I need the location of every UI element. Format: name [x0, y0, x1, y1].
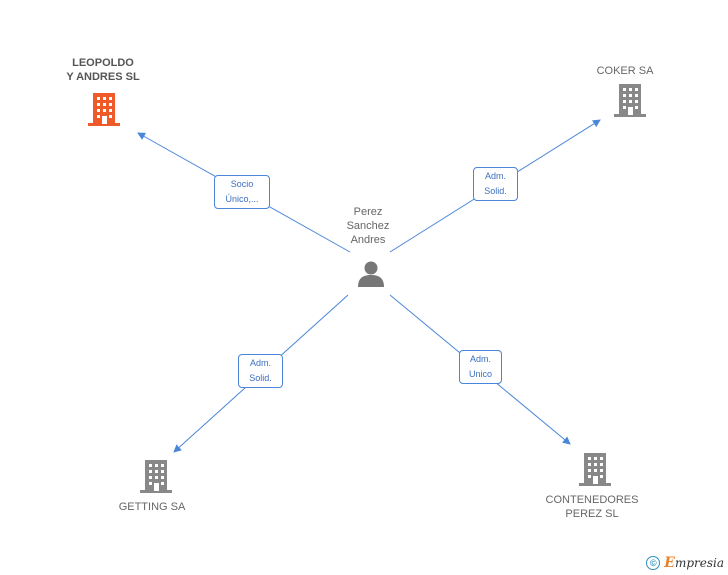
company-name-getting[interactable]: GETTING SA: [118, 501, 186, 513]
person-icon[interactable]: [356, 259, 386, 289]
brand-logo[interactable]: Empresia: [664, 555, 724, 571]
footer-brand: © Empresia: [646, 555, 724, 571]
company-name-coker[interactable]: COKER SA: [596, 65, 654, 77]
brand-first-letter: E: [664, 555, 675, 571]
building-icon[interactable]: [88, 93, 120, 127]
company-name-contenedores[interactable]: CONTENEDORES PEREZ SL: [545, 494, 639, 520]
building-icon[interactable]: [614, 84, 646, 118]
brand-rest: mpresia: [674, 556, 724, 570]
building-icon[interactable]: [140, 460, 172, 494]
relation-label-leopoldo[interactable]: Socio Único,...: [214, 175, 270, 209]
relation-label-getting[interactable]: Adm. Solid.: [238, 354, 283, 388]
relation-label-contenedores[interactable]: Adm. Unico: [459, 350, 502, 384]
building-icon[interactable]: [579, 453, 611, 487]
relation-label-coker[interactable]: Adm. Solid.: [473, 167, 518, 201]
copyright-icon: ©: [646, 556, 661, 570]
company-name-leopoldo[interactable]: LEOPOLDO Y ANDRES SL: [66, 57, 140, 83]
center-person-name[interactable]: Perez Sanchez Andres: [346, 206, 390, 246]
